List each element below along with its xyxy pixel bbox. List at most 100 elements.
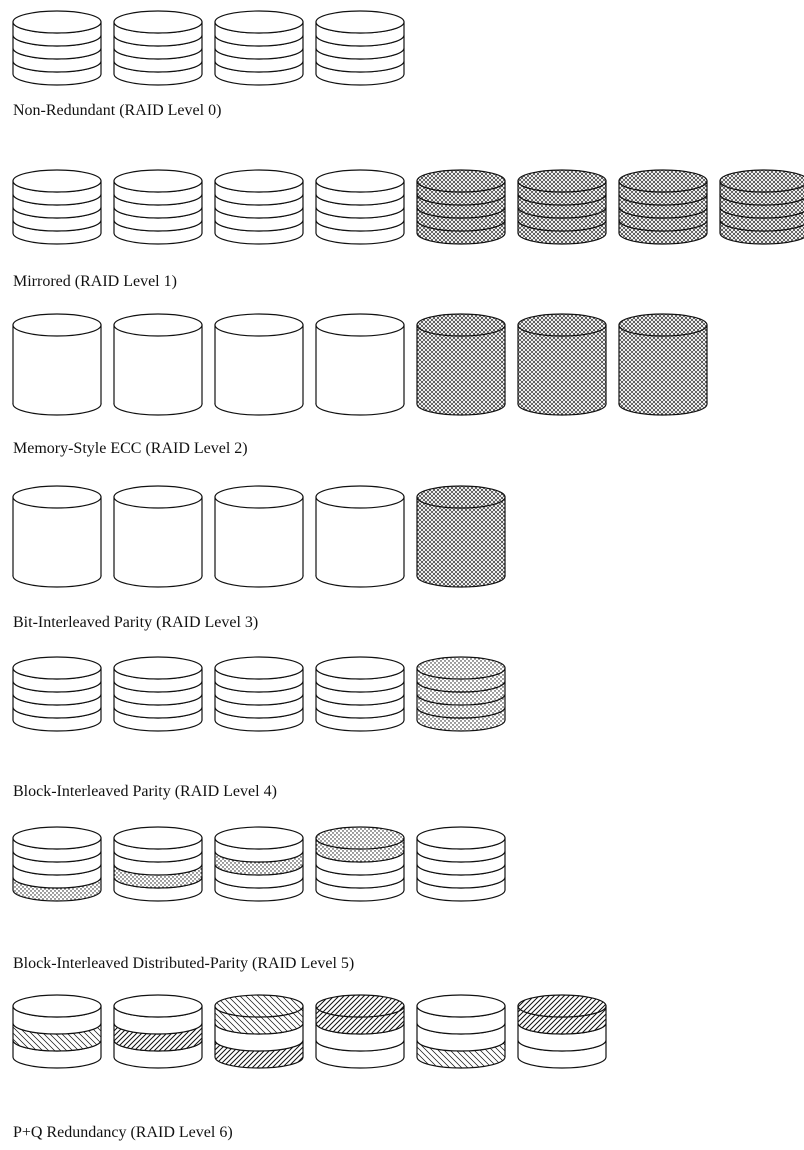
raid-level-6-caption: P+Q Redundancy (RAID Level 6) [13, 1124, 233, 1141]
raid-level-6-disk-6 [517, 994, 607, 1069]
raid-level-4-disk-1 [12, 656, 102, 732]
raid-level-1-disk-5 [416, 169, 506, 245]
platter-top [12, 10, 102, 34]
cylinder-body [619, 325, 707, 404]
platter-top [517, 994, 607, 1018]
platter-top [416, 169, 506, 193]
raid-level-0-caption: Non-Redundant (RAID Level 0) [13, 102, 221, 119]
cylinder-top [12, 313, 102, 337]
raid-level-5-disk-4 [315, 826, 405, 902]
platter-top [113, 826, 203, 850]
raid-level-2-disk-6 [517, 313, 607, 416]
raid-level-3: Bit-Interleaved Parity (RAID Level 3) [12, 485, 506, 631]
platter-top [12, 994, 102, 1018]
raid-level-1-disks [12, 169, 804, 245]
raid-level-5-caption: Block-Interleaved Distributed-Parity (RA… [13, 955, 354, 972]
cylinder-body [114, 325, 202, 404]
platter-top [214, 169, 304, 193]
raid-level-6-disk-5 [416, 994, 506, 1069]
raid-level-2-disk-7 [618, 313, 708, 416]
raid-level-1-disk-1 [12, 169, 102, 245]
cylinder-body [316, 497, 404, 576]
raid-level-0: Non-Redundant (RAID Level 0) [12, 10, 405, 119]
platter-top [214, 10, 304, 34]
raid-level-1-caption: Mirrored (RAID Level 1) [13, 273, 177, 290]
cylinder-top [214, 485, 304, 509]
raid-level-1-disk-3 [214, 169, 304, 245]
cylinder-body [417, 497, 505, 576]
cylinder-top [618, 313, 708, 337]
raid-level-3-disk-4 [315, 485, 405, 588]
raid-level-1-disk-8 [719, 169, 804, 245]
raid-level-4-disk-4 [315, 656, 405, 732]
raid-level-4-disks [12, 656, 506, 732]
platter-top [618, 169, 708, 193]
cylinder-top [416, 313, 506, 337]
raid-level-2-caption: Memory-Style ECC (RAID Level 2) [13, 440, 248, 457]
platter-top [416, 994, 506, 1018]
cylinder-top [113, 485, 203, 509]
platter-top [416, 826, 506, 850]
raid-level-2-disk-3 [214, 313, 304, 416]
raid-level-6-disk-4 [315, 994, 405, 1069]
cylinder-body [518, 325, 606, 404]
cylinder-body [114, 497, 202, 576]
raid-level-0-disk-2 [113, 10, 203, 86]
raid-level-3-disks [12, 485, 506, 588]
platter-top [315, 10, 405, 34]
raid-level-0-disk-1 [12, 10, 102, 86]
platter-top [113, 994, 203, 1018]
cylinder-top [113, 313, 203, 337]
cylinder-top [416, 485, 506, 509]
raid-level-3-disk-5 [416, 485, 506, 588]
raid-level-5-disk-2 [113, 826, 203, 902]
platter-top [113, 169, 203, 193]
cylinder-body [215, 497, 303, 576]
raid-level-6-disks [12, 994, 607, 1069]
raid-level-3-caption: Bit-Interleaved Parity (RAID Level 3) [13, 614, 258, 631]
raid-level-1-disk-6 [517, 169, 607, 245]
raid-level-2-disk-2 [113, 313, 203, 416]
cylinder-top [517, 313, 607, 337]
platter-top [416, 656, 506, 680]
raid-level-1-disk-7 [618, 169, 708, 245]
raid-level-5: Block-Interleaved Distributed-Parity (RA… [12, 826, 506, 972]
cylinder-body [417, 325, 505, 404]
cylinder-top [315, 313, 405, 337]
platter-top [113, 10, 203, 34]
raid-level-1-disk-4 [315, 169, 405, 245]
cylinder-top [12, 485, 102, 509]
raid-level-2: Memory-Style ECC (RAID Level 2) [12, 313, 708, 457]
raid-level-4-disk-2 [113, 656, 203, 732]
platter-top [315, 656, 405, 680]
cylinder-body [13, 325, 101, 404]
raid-level-0-disks [12, 10, 405, 86]
raid-level-6-disk-2 [113, 994, 203, 1069]
raid-level-6-disk-3 [214, 994, 304, 1069]
raid-level-4-caption: Block-Interleaved Parity (RAID Level 4) [13, 783, 277, 800]
raid-level-2-disk-1 [12, 313, 102, 416]
raid-level-2-disks [12, 313, 708, 416]
platter-top [517, 169, 607, 193]
raid-level-4-disk-5 [416, 656, 506, 732]
cylinder-body [215, 325, 303, 404]
platter-top [12, 656, 102, 680]
raid-level-6: P+Q Redundancy (RAID Level 6) [12, 994, 607, 1141]
cylinder-body [316, 325, 404, 404]
raid-level-1-disk-2 [113, 169, 203, 245]
raid-level-2-disk-5 [416, 313, 506, 416]
platter-top [214, 656, 304, 680]
raid-level-4: Block-Interleaved Parity (RAID Level 4) [12, 656, 506, 800]
cylinder-top [315, 485, 405, 509]
platter-top [12, 169, 102, 193]
platter-top [719, 169, 804, 193]
raid-level-4-disk-3 [214, 656, 304, 732]
platter-top [113, 656, 203, 680]
platter-top [214, 826, 304, 850]
platter-top [214, 994, 304, 1018]
raid-level-3-disk-1 [12, 485, 102, 588]
raid-level-5-disk-3 [214, 826, 304, 902]
raid-level-3-disk-3 [214, 485, 304, 588]
cylinder-top [214, 313, 304, 337]
